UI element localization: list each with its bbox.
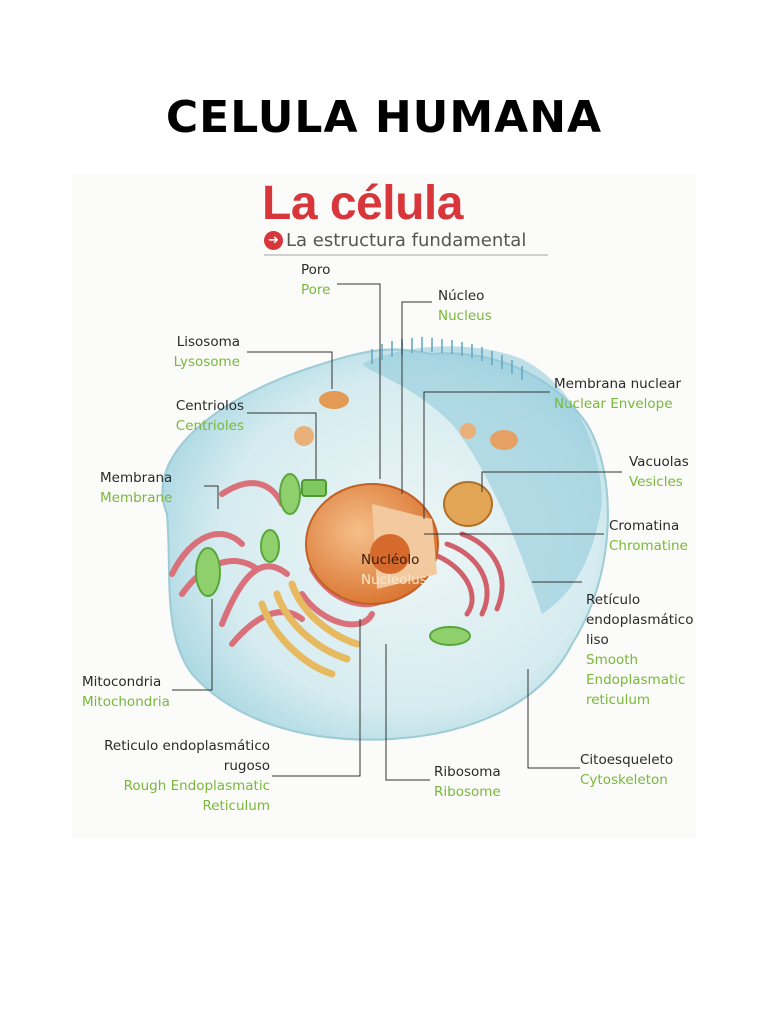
figure-title: La célula [262,177,463,230]
leader-centriolos [247,412,317,479]
label-mitocondria: Mitocondria Mitochondria [82,674,170,710]
leader-lines [172,283,622,781]
golgi [429,531,505,617]
label-centriolos: Centriolos Centrioles [175,398,244,434]
label-nucleolo: Nucléolo Nucleolus [361,552,427,588]
lysosome-shape [319,391,349,409]
centriole-shapes [301,479,327,497]
leader-mitocondria [172,599,213,691]
leader-membrana-nuclear [423,391,550,519]
header-divider [264,254,548,256]
leader-vacuolas [481,471,622,492]
label-reticulo-liso: Retículo endoplasmático liso Smooth Endo… [586,592,694,708]
cell-illustration [161,337,609,741]
cell-figure: La célula ➜ La estructura fundamental Po… [72,174,696,838]
mitochondria-shapes [195,473,471,646]
lysosome-shape-2 [294,426,314,446]
vacuole-shape [443,481,493,527]
cilia-fringe [371,337,523,380]
cytoskeleton-region [362,346,602,614]
label-vacuolas: Vacuolas Vesicles [629,454,689,490]
label-membrana-nuclear: Membrana nuclear Nuclear Envelope [554,376,682,412]
label-reticulo-rugoso: Reticulo endoplasmático rugoso Rough End… [104,738,270,814]
label-nucleo: Núcleo Nucleus [438,288,492,324]
vesicle-small-2 [490,430,518,450]
label-ribosoma: Ribosoma Ribosome [434,764,501,800]
page-title: CELULA HUMANA [165,92,603,143]
smooth-er [258,580,361,678]
figure-subtitle: La estructura fundamental [286,230,527,251]
label-lisosoma: Lisosoma Lysosome [173,334,240,370]
leader-nucleo [401,301,432,494]
label-membrana: Membrana Membrane [100,470,173,506]
arrow-right-icon: ➜ [264,231,283,250]
label-cromatina: Cromatina Chromatine [609,518,688,554]
leader-lisosoma [247,351,333,389]
leader-rer [272,619,361,777]
label-citoesqueleto: Citoesqueleto Cytoskeleton [580,752,674,788]
nucleolus-shape [370,534,410,574]
leader-membrana [204,485,219,509]
leader-ribosoma [385,644,430,781]
vesicle-small [460,423,476,439]
leader-citoesqueleto [527,669,580,769]
label-poro: Poro Pore [301,262,331,298]
leader-poro [337,283,381,479]
